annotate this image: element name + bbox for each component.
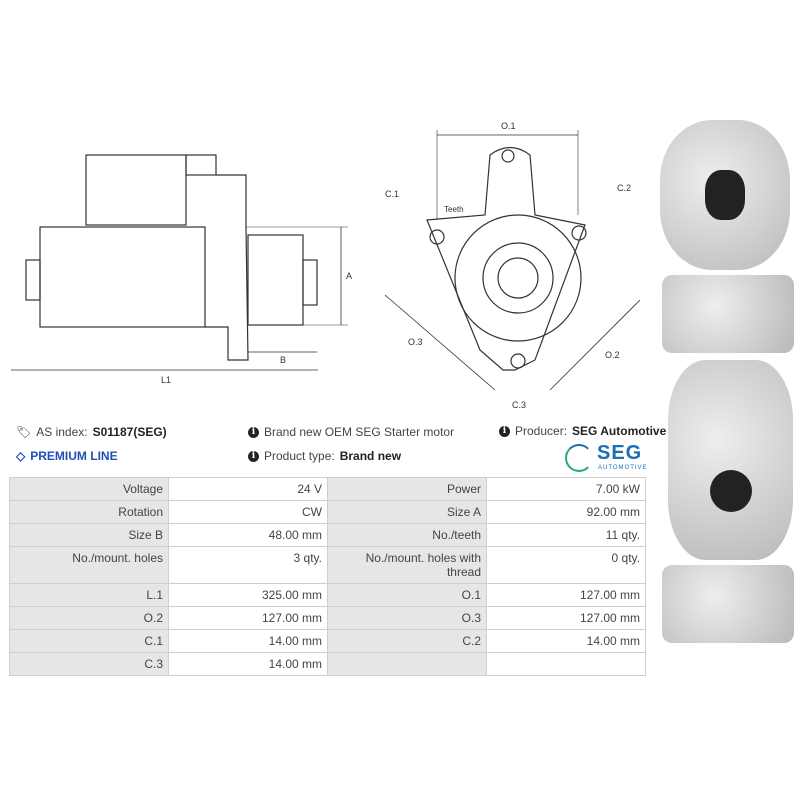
spec-label: O.1 xyxy=(327,583,487,607)
spec-label: O.2 xyxy=(9,606,169,630)
spec-label: No./teeth xyxy=(327,523,487,547)
product-photo-side-2[interactable] xyxy=(662,565,794,643)
logo-text: SEG xyxy=(597,442,643,464)
spec-value xyxy=(486,652,646,676)
premium-line: ◇ PREMIUM LINE xyxy=(16,449,118,463)
spec-label: C.2 xyxy=(327,629,487,653)
label-o3: O.3 xyxy=(408,337,423,347)
spec-label: O.3 xyxy=(327,606,487,630)
spec-value: 127.00 mm xyxy=(486,583,646,607)
spec-value: 127.00 mm xyxy=(168,606,328,630)
product-type-label: Product type: xyxy=(264,449,335,463)
premium-line-label: PREMIUM LINE xyxy=(30,449,118,463)
side-view-diagram: L1 B A xyxy=(11,154,352,385)
pinion-gear xyxy=(705,170,745,220)
spec-value: 127.00 mm xyxy=(486,606,646,630)
label-c2: C.2 xyxy=(617,183,631,193)
producer-label: Producer: xyxy=(515,424,568,438)
label-c3: C.3 xyxy=(512,400,526,410)
label-c1: C.1 xyxy=(385,189,399,199)
spec-value: 48.00 mm xyxy=(168,523,328,547)
spec-label: No./mount. holes with thread xyxy=(327,546,487,584)
spec-value: 92.00 mm xyxy=(486,500,646,524)
spec-value: 14.00 mm xyxy=(168,629,328,653)
spec-value: 14.00 mm xyxy=(486,629,646,653)
tags-icon: 🏷 xyxy=(16,425,32,439)
label-l1: L1 xyxy=(161,375,171,385)
diamond-icon: ◇ xyxy=(16,449,26,463)
product-photo-side[interactable] xyxy=(662,275,794,353)
spec-value: 11 qty. xyxy=(486,523,646,547)
spec-value: 7.00 kW xyxy=(486,477,646,501)
spec-label: Size B xyxy=(9,523,169,547)
motor-body xyxy=(39,226,206,328)
spec-label: Rotation xyxy=(9,500,169,524)
producer-value: SEG Automotive xyxy=(572,424,667,438)
seg-logo: SEG AUTOMOTIVE xyxy=(565,443,650,473)
spec-label: Power xyxy=(327,477,487,501)
spec-label xyxy=(327,652,487,676)
spec-label: C.1 xyxy=(9,629,169,653)
as-index-value: S01187(SEG) xyxy=(92,425,167,439)
description-text: Brand new OEM SEG Starter motor xyxy=(264,425,455,439)
logo-subtext: AUTOMOTIVE xyxy=(598,465,648,471)
label-a: A xyxy=(346,271,352,281)
spec-value: CW xyxy=(168,500,328,524)
front-view-diagram: O.1 C.1 C.2 C.3 Teeth O.3 O.2 xyxy=(384,121,641,410)
spec-value: 24 V xyxy=(168,477,328,501)
spec-label: C.3 xyxy=(9,652,169,676)
label-o2: O.2 xyxy=(605,350,620,360)
info-icon: i xyxy=(499,425,510,437)
spec-label: Size A xyxy=(327,500,487,524)
label-o1: O.1 xyxy=(501,121,516,131)
as-index: 🏷 AS index: S01187(SEG) xyxy=(16,425,167,439)
product-type: i Product type: Brand new xyxy=(248,449,401,463)
info-icon: i xyxy=(248,450,259,462)
product-type-value: Brand new xyxy=(339,449,402,463)
as-index-label: AS index: xyxy=(36,425,88,439)
spec-value: 14.00 mm xyxy=(168,652,328,676)
spec-value: 3 qty. xyxy=(168,546,328,584)
product-photo-rear[interactable] xyxy=(668,360,793,560)
label-teeth: Teeth xyxy=(444,205,464,214)
producer: i Producer: SEG Automotive xyxy=(499,424,666,438)
spec-label: L.1 xyxy=(9,583,169,607)
info-icon: i xyxy=(248,426,259,438)
label-b: B xyxy=(280,355,286,365)
spec-label: Voltage xyxy=(9,477,169,501)
spec-label: No./mount. holes xyxy=(9,546,169,584)
description: i Brand new OEM SEG Starter motor xyxy=(248,425,454,439)
rear-hub xyxy=(710,470,752,512)
spec-value: 0 qty. xyxy=(486,546,646,584)
spec-value: 325.00 mm xyxy=(168,583,328,607)
